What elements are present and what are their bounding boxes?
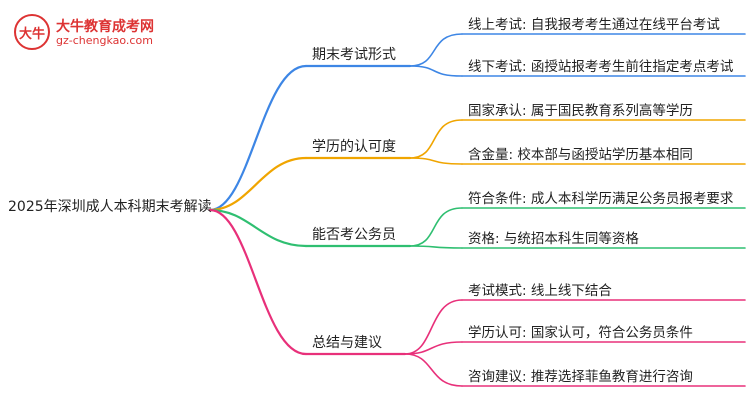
leaf-topic: 含金量: 校本部与函授站学历基本相同 <box>468 147 693 163</box>
logo-title: 大牛教育成考网 <box>56 19 154 35</box>
branch-topic: 学历的认可度 <box>312 139 396 155</box>
leaf-topic: 资格: 与统招本科生同等资格 <box>468 231 639 247</box>
logo-url: gz-chengkao.com <box>56 34 153 47</box>
root-topic: 2025年深圳成人本科期末考解读 <box>8 199 212 215</box>
leaf-topic: 国家承认: 属于国民教育系列高等学历 <box>468 103 693 119</box>
leaf-connector <box>409 157 463 165</box>
leaf-topic: 学历认可: 国家认可，符合公务员条件 <box>468 325 693 341</box>
branch-topic: 总结与建议 <box>312 335 382 351</box>
leaf-connector <box>409 245 463 249</box>
branch-connector <box>208 64 308 212</box>
branch-topic: 能否考公务员 <box>312 227 396 243</box>
logo-badge: 大牛 <box>14 14 50 50</box>
leaf-connector <box>404 299 463 355</box>
leaf-connector <box>404 341 463 355</box>
leaf-topic: 咨询建议: 推荐选择菲鱼教育进行咨询 <box>468 369 693 385</box>
branch-connector <box>208 208 308 356</box>
branch-connector <box>208 156 308 212</box>
branch-topic: 期末考试形式 <box>312 47 396 63</box>
leaf-connector <box>409 65 463 77</box>
leaf-topic: 考试模式: 线上线下结合 <box>468 283 612 299</box>
leaf-connector <box>409 119 463 159</box>
leaf-topic: 线上考试: 自我报考考生通过在线平台考试 <box>468 17 720 33</box>
site-logo: 大牛 大牛教育成考网 gz-chengkao.com <box>14 14 174 54</box>
leaf-connector <box>409 207 463 247</box>
leaf-topic: 符合条件: 成人本科学历满足公务员报考要求 <box>468 191 734 207</box>
leaf-topic: 线下考试: 函授站报考考生前往指定考点考试 <box>468 59 734 75</box>
leaf-connector <box>404 353 463 387</box>
leaf-connector <box>409 33 463 67</box>
branch-connector <box>208 208 308 248</box>
